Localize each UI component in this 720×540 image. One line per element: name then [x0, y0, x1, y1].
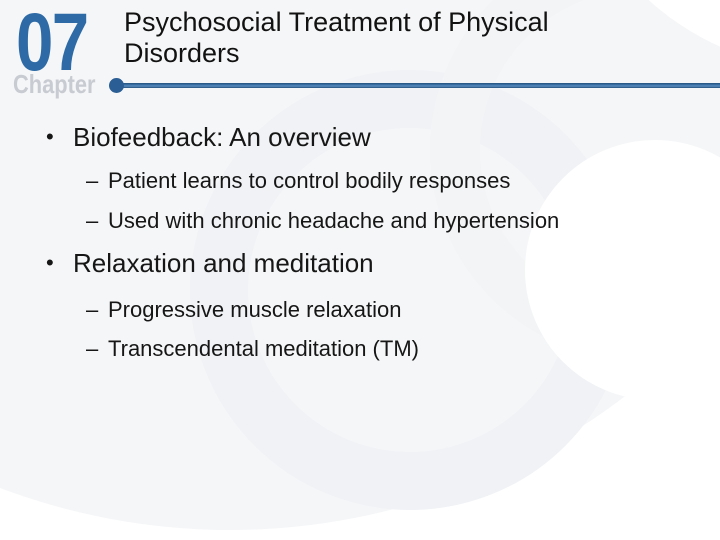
sub-bullet-text: Patient learns to control bodily respons… — [108, 168, 511, 193]
divider-line — [118, 83, 720, 88]
dash-icon: – — [86, 297, 99, 322]
bullet-icon: • — [46, 124, 54, 149]
watermark-white-circle — [525, 140, 720, 400]
bullet-item: • Relaxation and meditation — [46, 247, 374, 279]
dash-icon: – — [86, 336, 99, 361]
sub-bullet-item: –Progressive muscle relaxation — [86, 296, 401, 323]
dash-icon: – — [86, 168, 99, 193]
divider-dot — [109, 78, 124, 93]
sub-bullet-item: –Used with chronic headache and hyperten… — [86, 207, 559, 234]
bullet-text: Biofeedback: An overview — [73, 122, 371, 152]
sub-bullet-item: –Transcendental meditation (TM) — [86, 335, 419, 362]
bullet-text: Relaxation and meditation — [73, 248, 374, 278]
sub-bullet-text: Transcendental meditation (TM) — [108, 336, 419, 361]
sub-bullet-text: Used with chronic headache and hypertens… — [108, 208, 560, 233]
sub-bullet-text: Progressive muscle relaxation — [108, 297, 402, 322]
sub-bullet-item: –Patient learns to control bodily respon… — [86, 167, 510, 194]
bullet-item: • Biofeedback: An overview — [46, 121, 371, 153]
slide-title: Psychosocial Treatment of Physical Disor… — [124, 7, 549, 68]
bullet-icon: • — [46, 250, 54, 275]
dash-icon: – — [86, 208, 99, 233]
chapter-label: Chapter — [13, 69, 96, 99]
